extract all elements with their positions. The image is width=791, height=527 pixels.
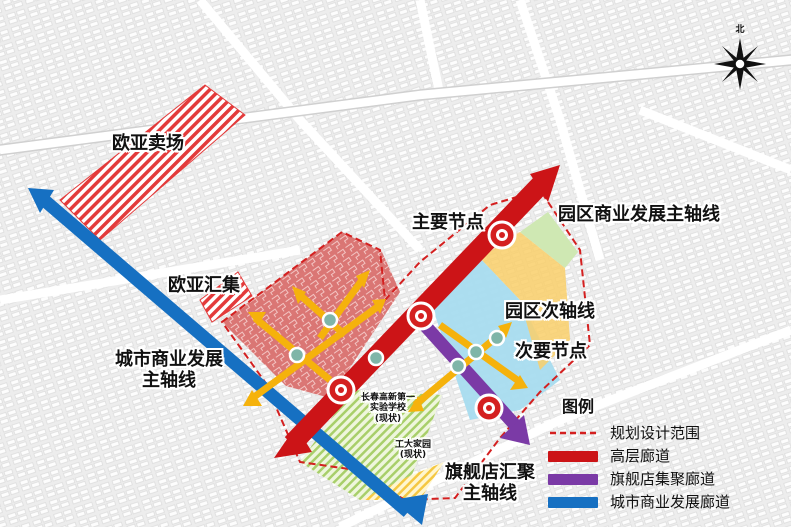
main-nodes (326, 220, 517, 423)
label-flagship-axis-line2: 主轴线 (463, 482, 517, 504)
label-school-line3: (现状) (374, 413, 402, 424)
label-park-main-axis: 园区商业发展主轴线 (558, 204, 720, 225)
label-park-secondary-axis: 园区次轴线 (505, 301, 595, 322)
legend-swatch-highrise (548, 450, 598, 462)
label-school-line2: 实验学校 (369, 403, 406, 414)
ouya-market-block (59, 84, 246, 241)
legend-title: 图例 (562, 397, 595, 416)
school-district (300, 390, 442, 500)
legend-label-highrise: 高层廊道 (610, 447, 671, 465)
label-school-line1: 长春高新第一 (360, 393, 415, 403)
legend-item-highrise: 高层廊道 (548, 444, 788, 467)
label-main-node: 主要节点 (412, 212, 484, 233)
main-node-1 (487, 220, 517, 250)
label-secondary-node: 次要节点 (515, 341, 587, 362)
label-ouya-market: 欧亚卖场 (112, 133, 184, 154)
label-city-axis-line2: 主轴线 (142, 369, 196, 391)
compass-icon: 北 (714, 23, 766, 90)
label-ouya-huiji: 欧亚汇集 (168, 275, 240, 296)
green-district (520, 212, 578, 268)
label-city-axis-line1: 城市商业发展 (115, 349, 223, 370)
label-flagship-axis: 旗舰店汇聚 主轴线 (430, 462, 550, 504)
label-school: 长春高新第一 实验学校 (现状) (350, 393, 426, 424)
legend-label-boundary: 规划设计范围 (610, 424, 701, 442)
secondary-nodes (288, 311, 506, 375)
legend-swatch-city (548, 496, 598, 508)
main-node-2 (406, 301, 436, 331)
label-residence: 工大家园 (现状) (385, 440, 441, 461)
legend-label-flagship: 旗舰店集聚廊道 (610, 470, 716, 488)
legend-item-flagship: 旗舰店集聚廊道 (548, 467, 788, 490)
legend: 图例 规划设计范围 高层廊道 旗舰店集聚廊道 城市商业发展廊道 (548, 393, 788, 513)
planning-boundary (220, 188, 592, 502)
legend-item-boundary: 规划设计范围 (548, 421, 788, 444)
ouya-huiji-block-west (199, 271, 253, 323)
legend-label-city: 城市商业发展廊道 (610, 493, 731, 511)
compass-north-label: 北 (735, 23, 744, 35)
label-flagship-axis-line1: 旗舰店汇聚 (445, 462, 535, 483)
commercial-district-east (480, 232, 570, 370)
legend-swatch-flagship (548, 473, 598, 485)
city-corridor (28, 188, 428, 525)
axis-arrowheads (243, 270, 528, 412)
legend-item-city: 城市商业发展廊道 (548, 490, 788, 513)
legend-swatch-boundary (550, 431, 596, 434)
label-residence-line1: 工大家园 (394, 440, 431, 450)
main-node-4 (474, 393, 504, 423)
label-residence-line2: (现状) (399, 450, 427, 461)
main-node-3 (326, 375, 356, 405)
label-city-axis: 城市商业发展 主轴线 (94, 349, 244, 391)
ouya-huiji-district (222, 232, 400, 398)
